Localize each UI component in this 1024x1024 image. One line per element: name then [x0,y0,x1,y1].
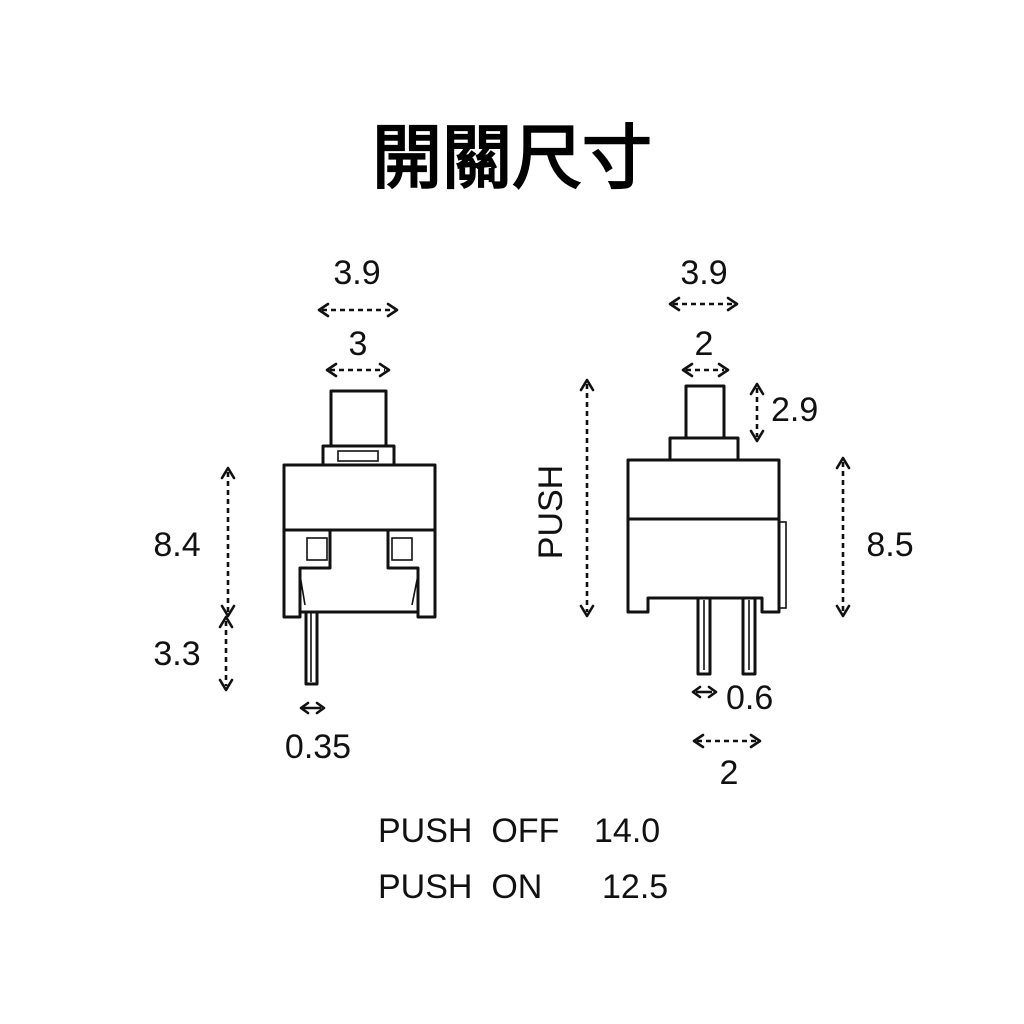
right-cap [684,384,726,440]
right-pin-left [696,596,712,676]
left-body-height-label: 8.4 [153,526,200,564]
right-top-width-dimension: 3.9 [668,254,739,312]
right-body-upper [626,458,781,521]
right-push-stroke-dimension: PUSH [532,378,595,618]
left-pin-length-dimension: 3.3 [153,615,234,692]
left-pin-thickness-label: 0.35 [285,728,351,766]
right-collar [668,436,740,462]
right-cap-travel-label: 2.9 [771,391,818,429]
left-pin-thickness-dimension: 0.35 [285,701,351,766]
right-top-width-label: 3.9 [680,254,727,292]
right-pin-pitch-dimension: 2 [692,733,762,792]
left-cap-width-dimension: 3 [325,325,391,378]
right-cap-width-label: 2 [695,325,714,363]
push-label: PUSH [532,465,570,559]
left-leg-left [282,530,332,619]
page-title: 開關尺寸 [372,117,652,199]
right-body-height-label: 8.5 [866,526,913,564]
left-body-height-dimension: 8.4 [153,466,236,618]
right-pin-pitch-label: 2 [720,754,739,792]
left-pin-length-label: 3.3 [153,635,200,673]
right-switch-drawing [626,384,787,676]
left-leg-right [386,530,437,619]
right-body-height-dimension: 8.5 [835,456,914,618]
left-top-width-label: 3.9 [333,254,380,292]
left-top-width-dimension: 3.9 [317,254,399,318]
note-push-on-value: 12.5 [602,868,668,906]
right-cap-width-dimension: 2 [681,325,730,378]
left-switch-drawing [282,389,437,686]
push-force-notes: PUSH OFF 14.0 PUSH ON 12.5 [378,812,668,906]
left-cap [329,389,388,448]
note-push-on-label: PUSH ON [378,868,542,906]
right-pin-width-dimension: 0.6 [691,679,773,717]
left-body [282,463,437,532]
right-pin-right [741,596,757,676]
note-push-off-label: PUSH OFF [378,812,559,850]
right-cap-travel-dimension: 2.9 [749,382,818,443]
left-collar [321,444,396,467]
left-cap-width-label: 3 [349,325,368,363]
right-pin-width-label: 0.6 [726,679,773,717]
note-push-off-value: 14.0 [594,812,660,850]
